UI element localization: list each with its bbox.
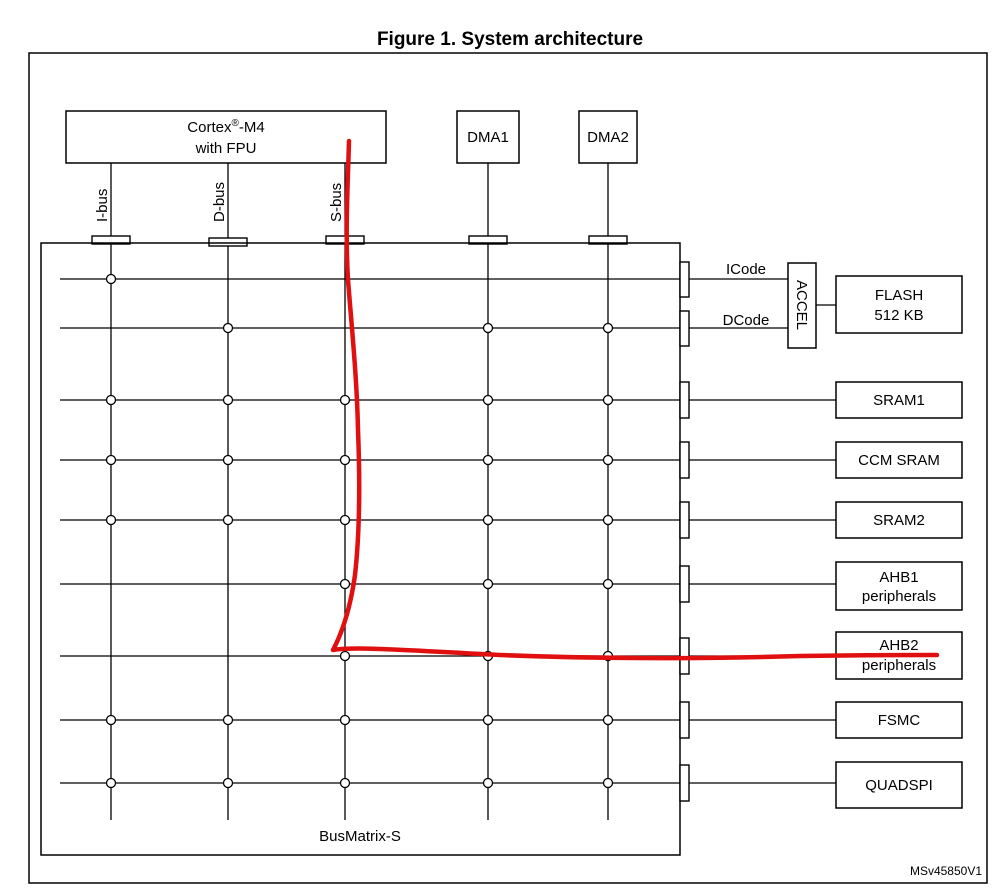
slave-wires [689,278,836,784]
ccm-sram-box: CCM SRAM [835,441,963,479]
d-bus-label: D-bus [211,182,228,222]
flash-label: FLASH [875,287,923,304]
fsmc-label: FSMC [878,712,921,729]
dcode-label: DCode [723,312,770,329]
busmatrix-label: BusMatrix-S [319,828,401,845]
dma1-box: DMA1 [456,110,520,164]
ccm-sram-label: CCM SRAM [858,452,940,469]
ahb1-peripherals-box: AHB1 peripherals [835,561,963,611]
matrix-connection-points [105,273,614,789]
flash-box: FLASH 512 KB [835,275,963,334]
slave-ports [679,261,690,802]
accel-label: ACCEL [793,280,810,330]
figure-frame [28,52,988,884]
ahb1-label: AHB1 [879,569,918,586]
quadspi-box: QUADSPI [835,761,963,809]
figure-title: Figure 1. System architecture [377,29,643,50]
ahb2-label: AHB2 [879,637,918,654]
ahb1-peripherals-label: peripherals [862,588,936,605]
red-annotation-path [330,138,940,661]
icode-label: ICode [726,261,766,278]
flash-size-label: 512 KB [874,307,923,324]
cortex-label: Cortex®-M4 [187,118,264,136]
cortex-fpu-label: with FPU [195,140,257,157]
dma1-label: DMA1 [467,129,509,146]
fsmc-box: FSMC [835,701,963,739]
dma2-box: DMA2 [578,110,638,164]
i-bus-label: I-bus [94,189,111,222]
quadspi-label: QUADSPI [865,777,933,794]
sram2-label: SRAM2 [873,512,925,529]
sram1-box: SRAM1 [835,381,963,419]
sram2-box: SRAM2 [835,501,963,539]
sram1-label: SRAM1 [873,392,925,409]
ahb2-peripherals-label: peripherals [862,657,936,674]
accel-box: ACCEL [787,262,817,349]
figure-reference: MSv45850V1 [910,864,982,878]
matrix-rows [60,278,680,784]
busmatrix-box [40,242,681,856]
dma2-label: DMA2 [587,129,629,146]
master-ports [91,235,628,247]
master-wires [110,163,609,238]
cortex-m4-box: Cortex®-M4 with FPU [65,110,387,164]
s-bus-label: S-bus [328,183,345,222]
